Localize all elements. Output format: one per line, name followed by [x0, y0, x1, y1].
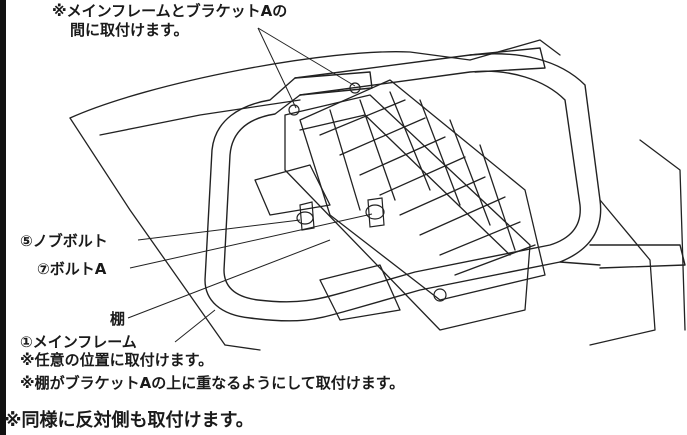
- bottom-note-line1: ※任意の位置に取付けます。: [20, 351, 214, 369]
- top-note-line2: 間に取付けます。: [70, 21, 189, 39]
- final-note: ※同様に反対側も取付けます。: [4, 410, 254, 431]
- top-note-line1: ※メインフレームとブラケットAの: [52, 2, 288, 20]
- left-edge-bar: [0, 0, 6, 435]
- label-bolt-a: ⑦ボルトA: [37, 260, 107, 278]
- label-main-frame: ①メインフレーム: [20, 333, 137, 351]
- bottom-note-line2: ※棚がブラケットAの上に重なるようにして取付けます。: [20, 374, 405, 392]
- label-knob-bolt: ⑤ノブボルト: [20, 232, 108, 250]
- label-shelf: 棚: [110, 310, 126, 328]
